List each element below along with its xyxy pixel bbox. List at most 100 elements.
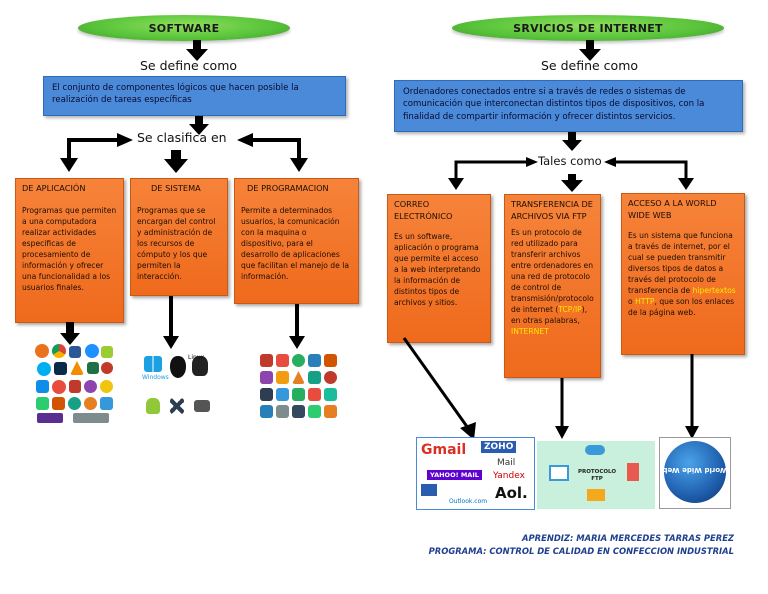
http-highlight: HTTP [635, 296, 655, 306]
software-title: SOFTWARE [148, 21, 220, 35]
box-aplicacion-title: DE APLICACIÓN [22, 183, 86, 193]
box-www-body: Es un sistema que funciona a través de i… [628, 230, 738, 318]
software-define-label: Se define como [140, 58, 238, 73]
box-ftp: TRANSFERENCIA DE ARCHIVOS VIA FTP Es un … [504, 194, 601, 378]
app-icon [260, 354, 273, 367]
box-www-title: ACCESO A LA WORLD WIDE WEB [628, 198, 717, 220]
app-icon [260, 371, 273, 384]
box-ftp-body-1: Es un protocolo de red utilizado para tr… [511, 227, 594, 314]
windows-label: Windows [142, 374, 169, 381]
internet-title-ellipse: SRVICIOS DE INTERNET [452, 15, 724, 41]
box-ftp-body: Es un protocolo de red utilizado para tr… [511, 227, 594, 337]
printer-icon [194, 400, 210, 412]
ie-icon [85, 344, 99, 358]
box-correo-title: CORREO ELECTRÓNICO [394, 199, 453, 221]
ftp-label: PROTOCOLO FTP [577, 469, 617, 482]
app-icon [308, 371, 321, 384]
tools-icon [170, 398, 184, 414]
app-icon [292, 388, 305, 401]
arrow-down-icon [289, 304, 305, 349]
zoho-logo: ZOHO [481, 441, 517, 453]
outlook-logo: Outlook.com [449, 498, 488, 505]
app-icon [101, 362, 113, 374]
firefox-icon [35, 344, 49, 358]
box-programacion: DE PROGRAMACION Permite a determinados u… [234, 178, 359, 304]
app-icon [84, 380, 97, 393]
yahoo-logo: YAHOO! MAIL [427, 470, 482, 480]
app-icon [260, 405, 273, 418]
dotnet-icon [37, 413, 63, 423]
windows-icon [144, 356, 162, 372]
linux-label: Linux [188, 354, 205, 361]
internet-highlight: INTERNET [511, 326, 549, 336]
arrow-down-icon [579, 40, 601, 61]
linux-icon [192, 356, 208, 376]
app-icon [292, 405, 305, 418]
yandex-logo: Yandex [493, 471, 525, 481]
cloud-icon [585, 445, 605, 455]
arrow-down-icon [163, 296, 179, 349]
mail-logo: Mail [497, 458, 516, 468]
box-aplicacion: DE APLICACIÓN Programas que permiten a u… [15, 178, 124, 323]
box-www-body-1: Es un sistema que funciona a través de i… [628, 230, 733, 295]
apple-icon [170, 356, 186, 378]
mail-envelope-icon [421, 484, 437, 496]
box-ftp-title: TRANSFERENCIA DE ARCHIVOS VIA FTP [511, 199, 593, 221]
software-title-ellipse: SOFTWARE [78, 15, 290, 41]
arrow-down-icon [562, 132, 582, 151]
monitor-icon [549, 465, 569, 481]
box-www-body-3: , que son los enlaces de la página web. [628, 296, 735, 317]
footer-program: PROGRAMA: CONTROL DE CALIDAD EN CONFECCI… [428, 546, 734, 556]
arrow-down-icon [60, 322, 80, 345]
teamviewer-icon [36, 380, 49, 393]
app-icon [68, 397, 81, 410]
photoshop-icon [54, 362, 67, 375]
tcpip-highlight: TCP/IP [558, 304, 582, 314]
word-icon [69, 346, 81, 358]
application-icons-collage [33, 342, 115, 426]
app-icon [101, 346, 113, 358]
folder-icon [587, 489, 605, 501]
box-sistema: DE SISTEMA Programas que se encargan del… [130, 178, 228, 296]
software-definition-text: El conjunto de componentes lógicos que h… [52, 83, 299, 106]
android-icon [146, 398, 160, 414]
box-programacion-title: DE PROGRAMACION [247, 183, 329, 193]
app-icon [324, 371, 337, 384]
app-icon [276, 405, 289, 418]
system-icons-collage: Windows Linux [142, 354, 218, 430]
branch-arrows-right [448, 157, 694, 192]
app-icon [308, 354, 321, 367]
app-icon [36, 397, 49, 410]
globe-icon [664, 441, 726, 503]
ftp-diagram-panel: PROTOCOLO FTP [537, 441, 655, 509]
box-www: ACCESO A LA WORLD WIDE WEB Es un sistema… [621, 193, 745, 355]
internet-tales-label: Tales como [538, 154, 602, 168]
app-icon [276, 388, 289, 401]
vlc-icon [70, 361, 84, 375]
app-icon [276, 354, 289, 367]
app-icon [260, 388, 273, 401]
app-icon [324, 405, 337, 418]
hipertextos-highlight: hipertextos [692, 285, 736, 295]
app-icon [324, 388, 337, 401]
internet-definition-box: Ordenadores conectados entre si a través… [394, 80, 743, 132]
box-aplicacion-body: Programas que permiten a una computadora… [22, 205, 117, 292]
arrow-down-icon [186, 40, 208, 61]
box-ftp-body-2: ), en otras palabras, [511, 304, 588, 325]
app-icon [308, 405, 321, 418]
box-sistema-body: Programas que se encargan del control y … [137, 205, 216, 281]
excel-icon [87, 362, 99, 374]
www-label: World Wide Web [662, 466, 728, 474]
email-logos-panel: Gmail ZOHO Mail YAHOO! MAIL Yandex Aol. … [416, 437, 535, 510]
internet-definition-text: Ordenadores conectados entre si a través… [403, 87, 705, 122]
gmail-logo: Gmail [421, 442, 467, 458]
app-icon [52, 380, 66, 394]
software-definition-box: El conjunto de componentes lógicos que h… [43, 76, 346, 116]
box-programacion-body: Permite a determinados usuarios, la comu… [241, 205, 349, 281]
connector-lines [402, 337, 699, 440]
chrome-icon [52, 344, 66, 358]
arrow-down-icon [189, 116, 209, 135]
software-classify-label: Se clasifica en [137, 130, 227, 145]
app-icon [292, 371, 305, 384]
acrobat-icon [69, 380, 81, 393]
